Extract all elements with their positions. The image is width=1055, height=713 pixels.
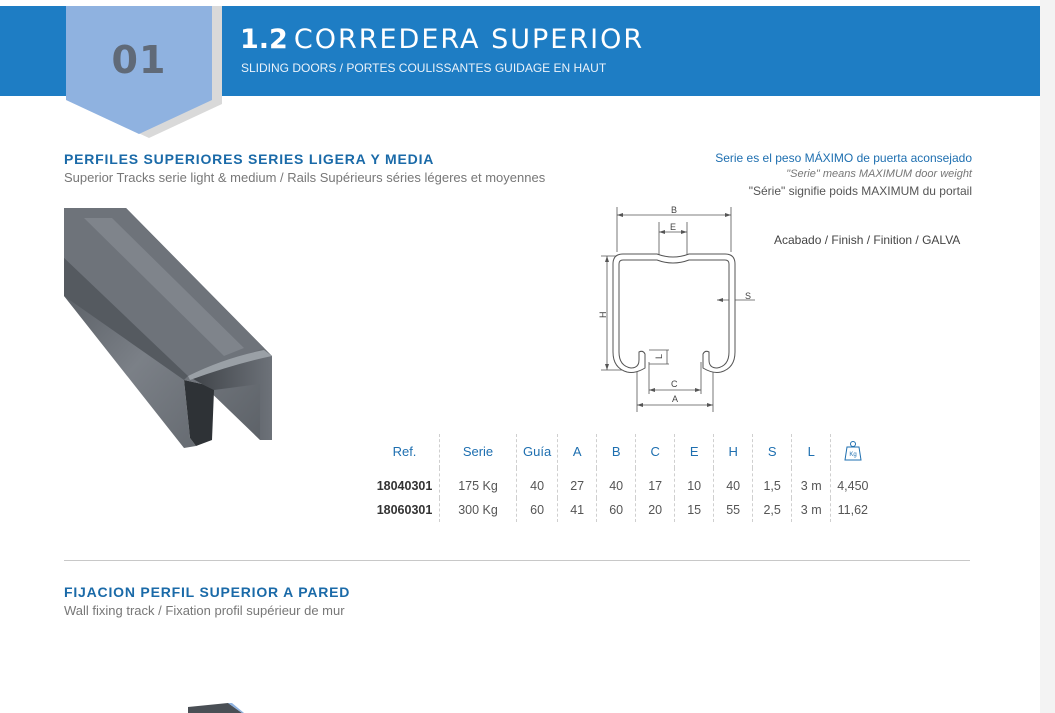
col-header-weight: Kg [830, 434, 875, 468]
table-row: 18060301 300 Kg 60 41 60 20 15 55 2,5 3 … [370, 498, 875, 522]
dim-s-label: S [745, 291, 751, 301]
dim-h-label: H [598, 312, 608, 319]
track-profile-photo [64, 208, 272, 448]
finish-label: Acabado / Finish / Finition / GALVA [774, 233, 961, 247]
dim-l-label: L [654, 354, 664, 359]
col-header-guia: Guía [515, 434, 558, 468]
page-edge [1040, 0, 1055, 713]
col-header-l: L [791, 434, 831, 468]
cell-ref: 18060301 [376, 503, 433, 517]
cell-h: 40 [713, 468, 753, 498]
page-subtitle: SLIDING DOORS / PORTES COULISSANTES GUID… [241, 61, 607, 75]
dim-c-label: C [671, 379, 678, 389]
spec-table: Ref. Serie Guía A B C E H S L Kg 1804030… [370, 434, 875, 522]
wall-track-photo-partial [188, 703, 244, 713]
cell-s: 2,5 [752, 498, 792, 522]
col-header-b: B [596, 434, 636, 468]
cell-b: 60 [596, 498, 636, 522]
col-header-a: A [557, 434, 597, 468]
cell-c: 17 [635, 468, 675, 498]
cell-guia: 40 [515, 468, 558, 498]
col-header-c: C [635, 434, 675, 468]
cell-h: 55 [713, 498, 753, 522]
col-header-h: H [713, 434, 753, 468]
weight-kg-icon: Kg [844, 441, 862, 461]
cell-serie: 175 Kg [439, 468, 517, 498]
note-spanish: Serie es el peso MÁXIMO de puerta aconse… [715, 151, 972, 165]
cell-e: 15 [674, 498, 714, 522]
cell-kg: 4,450 [830, 468, 875, 498]
svg-text:Kg: Kg [849, 452, 856, 458]
top-strip [0, 0, 1055, 6]
section-number: 1.2 [240, 24, 288, 55]
col-header-s: S [752, 434, 792, 468]
table-header-row: Ref. Serie Guía A B C E H S L Kg [370, 434, 875, 468]
dim-b-label: B [671, 205, 677, 215]
col-header-serie: Serie [439, 434, 517, 468]
section-divider [64, 560, 970, 561]
col-header-e: E [674, 434, 714, 468]
section2-subtitle: Wall fixing track / Fixation profil supé… [64, 603, 345, 618]
cell-c: 20 [635, 498, 675, 522]
cell-l: 3 m [791, 498, 831, 522]
section-badge [66, 6, 212, 134]
cell-a: 27 [557, 468, 597, 498]
cell-l: 3 m [791, 468, 831, 498]
title-text: CORREDERA SUPERIOR [293, 24, 645, 55]
section2-title: FIJACION PERFIL SUPERIOR A PARED [64, 584, 351, 600]
cell-e: 10 [674, 468, 714, 498]
cell-ref: 18040301 [376, 479, 433, 493]
cell-kg: 11,62 [830, 498, 875, 522]
cell-guia: 60 [515, 498, 558, 522]
section1-subtitle: Superior Tracks serie light & medium / R… [64, 170, 546, 185]
table-row: 18040301 175 Kg 40 27 40 17 10 40 1,5 3 … [370, 468, 875, 498]
badge-number: 01 [111, 38, 167, 82]
dim-e-label: E [670, 222, 676, 232]
cell-serie: 300 Kg [439, 498, 517, 522]
col-header-ref: Ref. [392, 443, 417, 459]
dim-a-label: A [672, 394, 678, 404]
track-cross-section-drawing: B E H S L C A [598, 205, 755, 412]
section1-title: PERFILES SUPERIORES SERIES LIGERA Y MEDI… [64, 151, 435, 167]
cell-b: 40 [596, 468, 636, 498]
cell-a: 41 [557, 498, 597, 522]
note-english: "Serie" means MAXIMUM door weight [786, 168, 972, 180]
note-french: "Série" signifie poids MAXIMUM du portai… [748, 184, 972, 198]
cell-s: 1,5 [752, 468, 792, 498]
